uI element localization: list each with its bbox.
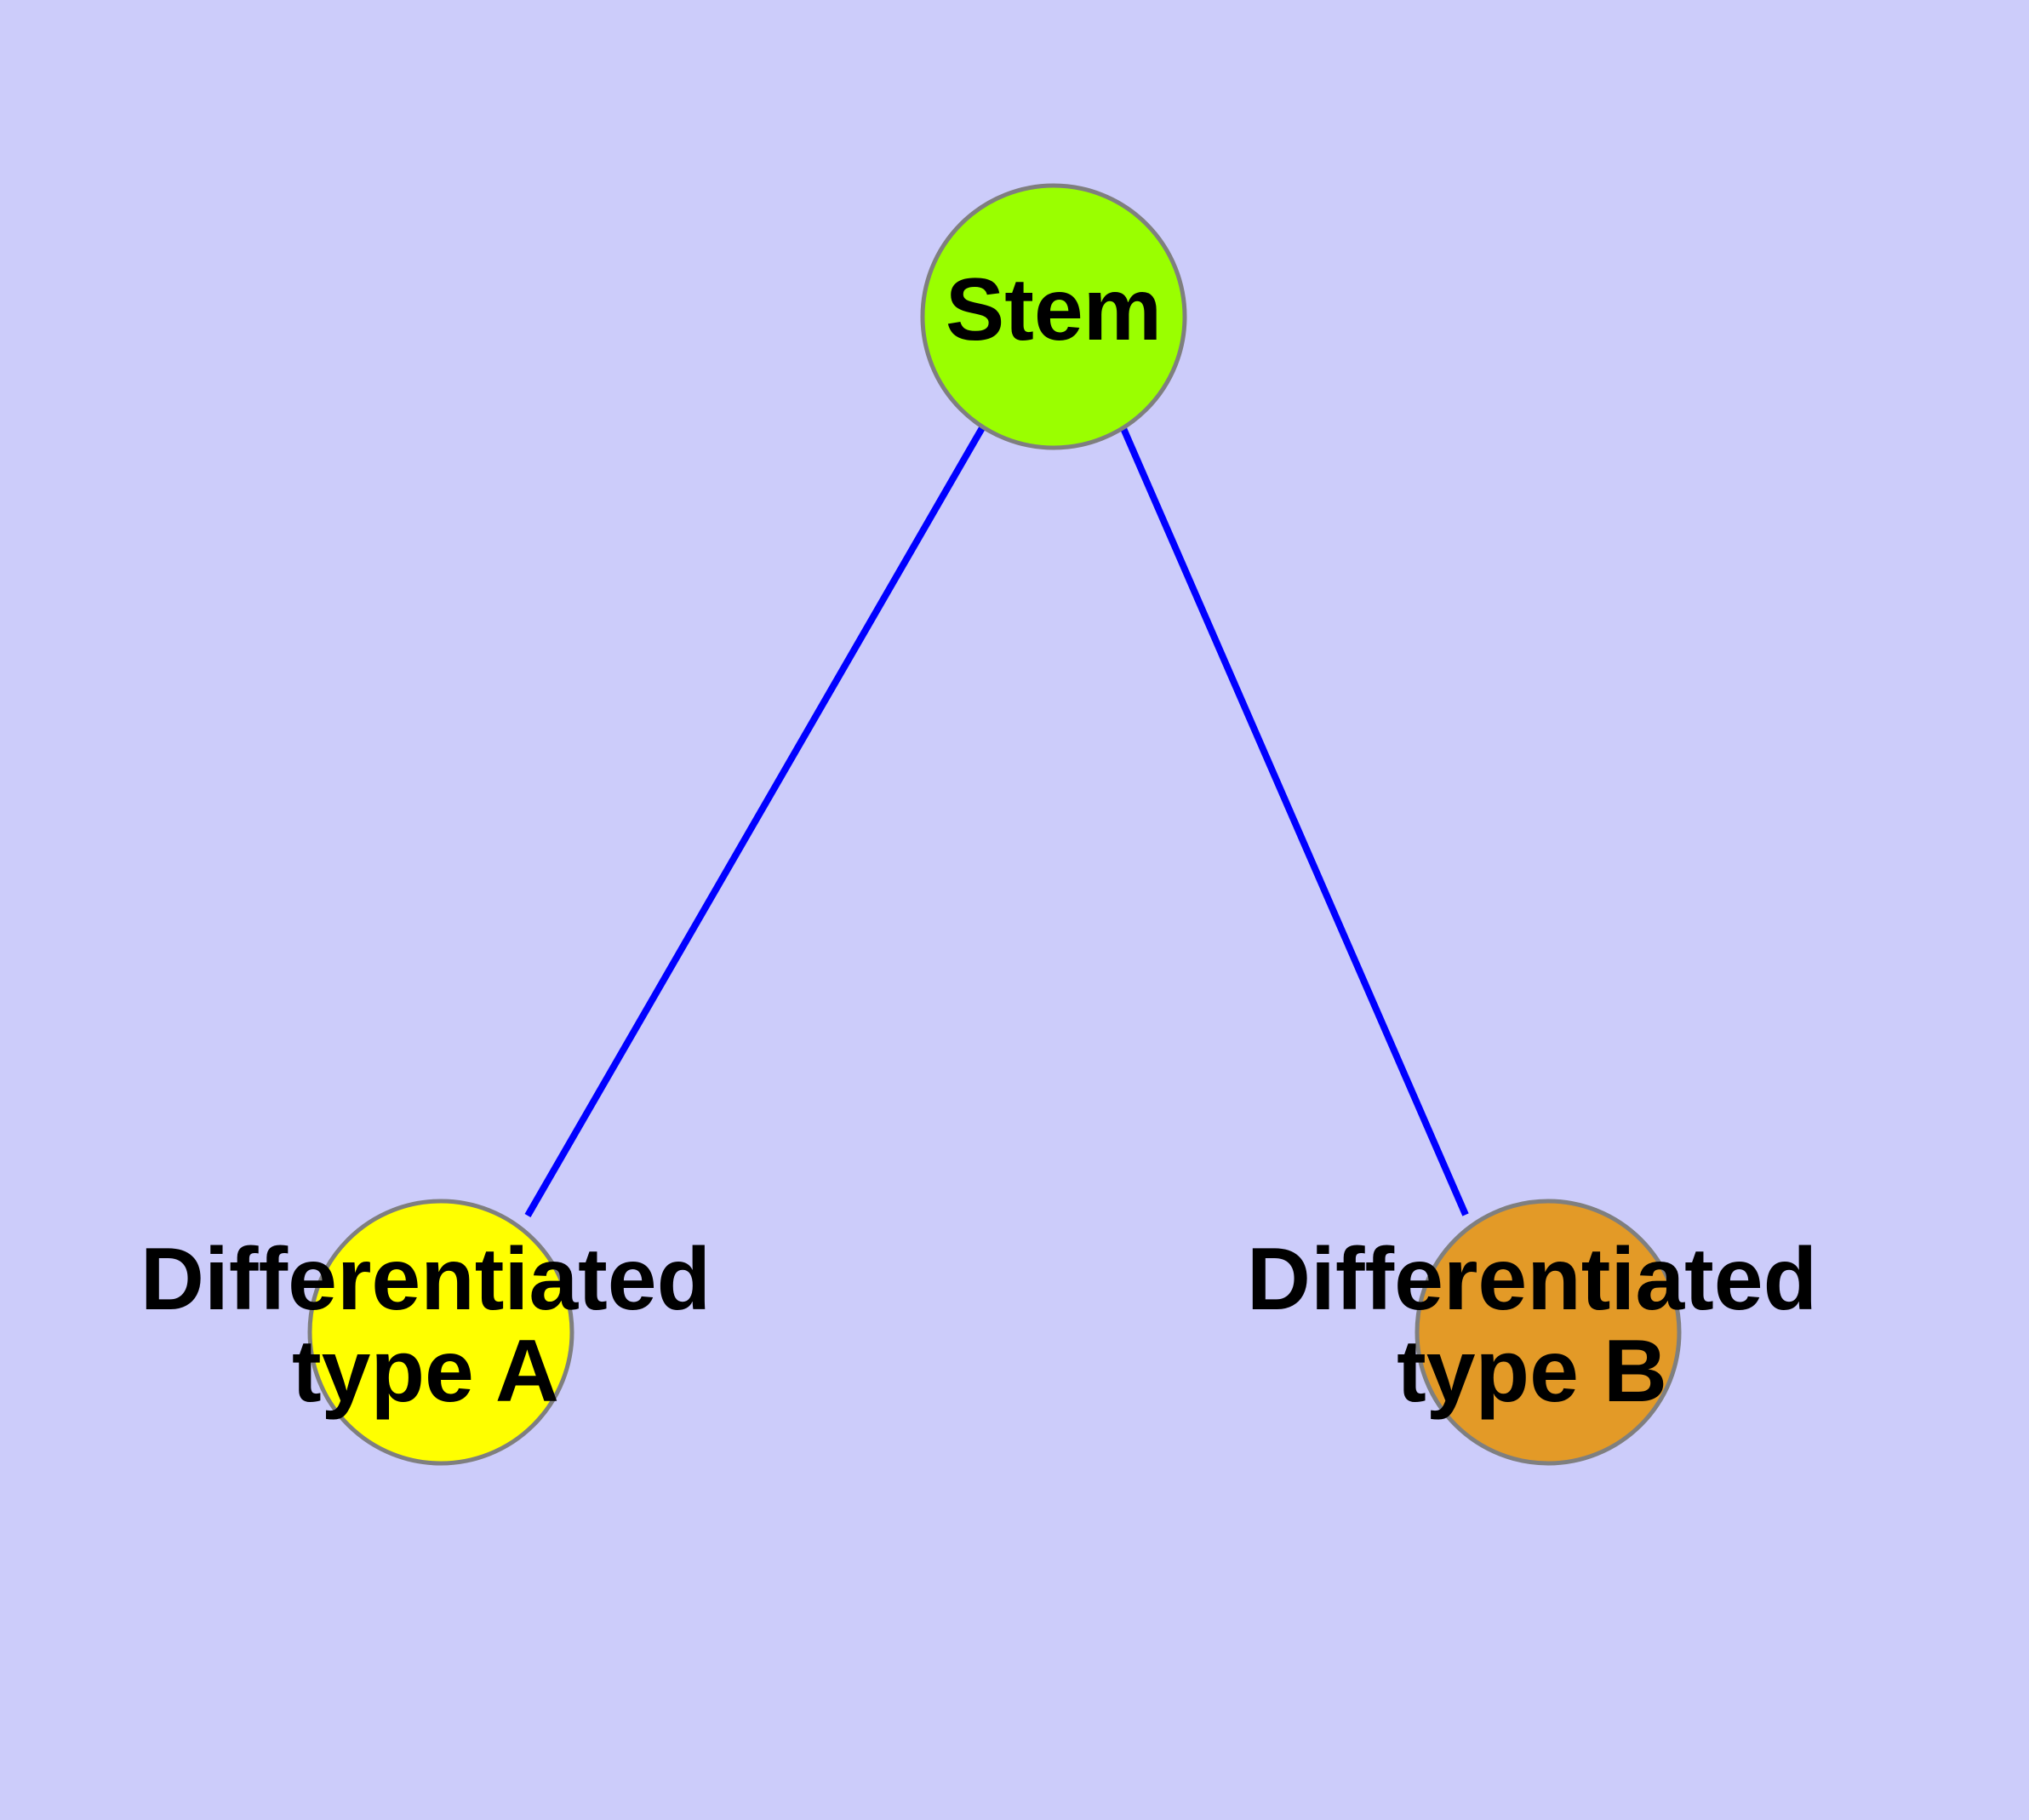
node-layer [307,183,1682,1466]
node-stem-label: Stem [946,260,1162,359]
edge-stem-to-diff-b[interactable] [1119,425,1469,1216]
edge-layer [524,425,1469,1217]
node-diff-b-circle[interactable] [1415,1199,1682,1466]
node-stem-circle[interactable] [920,183,1187,450]
node-diff-a-circle[interactable] [307,1199,574,1466]
edge-stem-to-diff-a[interactable] [524,425,986,1217]
